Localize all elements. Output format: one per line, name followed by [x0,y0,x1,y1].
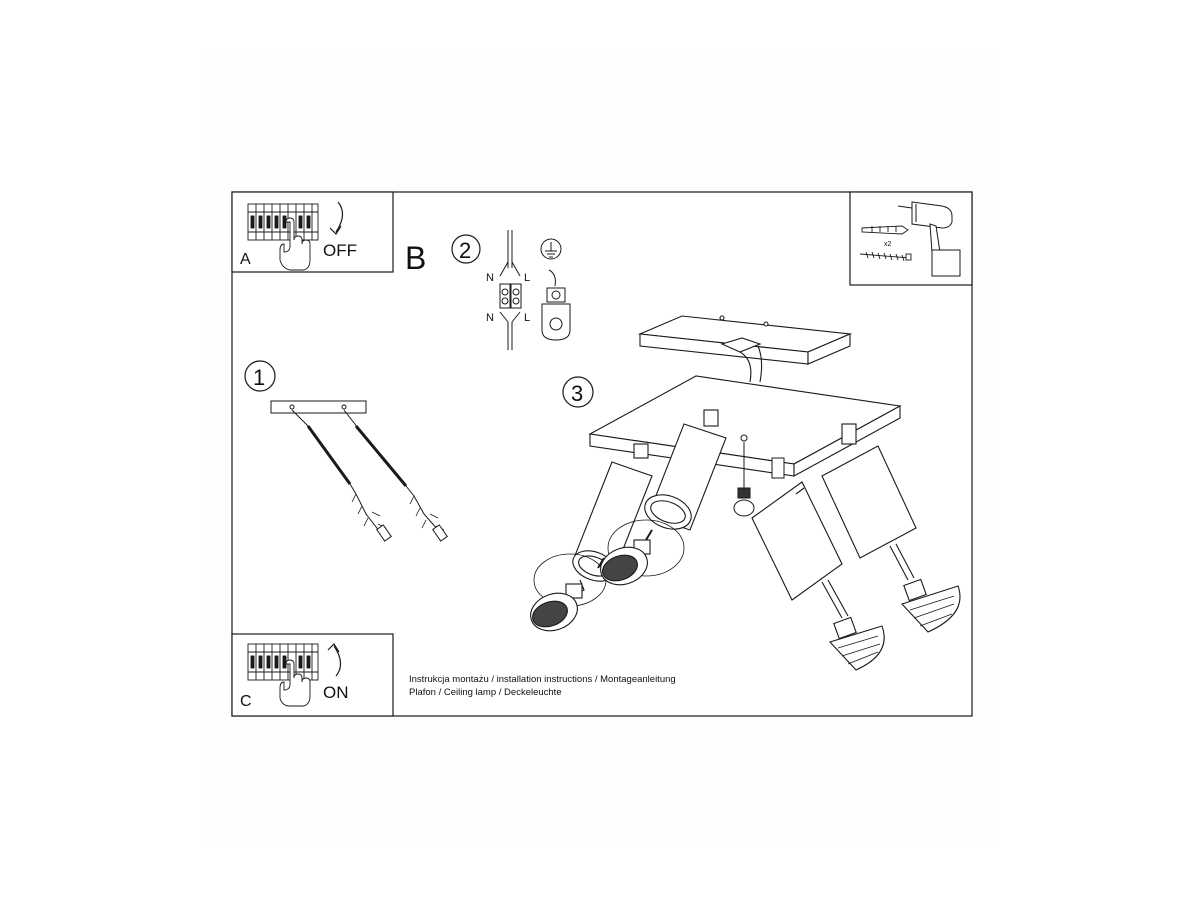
step-1-mounting: 1 [244,360,448,542]
panel-c-letter: C [240,693,252,710]
neutral-label-top: N [486,272,494,284]
terminal-block-icon [499,230,522,350]
neutral-label-bottom: N [486,312,494,324]
step-3-assembly: 3 [530,315,961,671]
panel-b-letter: B [405,240,426,276]
caption-line-2: Plafon / Ceiling lamp / Deckeleuchte [409,687,562,698]
live-label-top: L [524,272,530,284]
ceiling-bracket [637,315,853,383]
step-2-number: 2 [459,238,471,263]
hand-icon [279,217,311,271]
ground-terminal-icon [541,269,571,341]
spotlight-right-back [821,423,961,633]
live-label-bottom: L [524,312,530,324]
spotlight-left-front [600,409,727,586]
screw-icon [859,251,912,262]
center-rod [733,434,785,517]
hand-icon [279,659,311,707]
caption-line-1: Instrukcja montażu / installation instru… [409,674,676,685]
panel-a-letter: A [240,251,251,268]
panel-b-wiring: B 2 N L N L [405,230,571,350]
screw-and-plug-icon [343,409,448,542]
step-1-badge [244,360,276,392]
step-1-number: 1 [253,365,265,390]
step-3-number: 3 [571,381,583,406]
screw-and-plug-icon [291,409,392,542]
ground-icon [540,238,562,260]
mounting-plate [270,400,367,414]
drill-icon [897,201,961,277]
tools-panel: x2 [849,191,973,286]
panel-a-switch-off: A OFF [231,191,394,273]
step-2-badge [451,234,481,264]
arrow-down-icon [335,201,344,233]
on-label: ON [323,683,349,702]
off-label: OFF [323,241,357,260]
fuse-box-icon [247,643,319,681]
arrow-up-icon [333,645,342,677]
step-3-badge [562,376,594,408]
wall-plug-icon [861,225,909,235]
panel-c-frame [231,633,394,717]
spotlight-right-front [751,481,885,671]
dowel-count: x2 [884,241,892,248]
panel-c-switch-on: C ON [231,633,394,717]
fuse-box-icon [247,203,319,241]
